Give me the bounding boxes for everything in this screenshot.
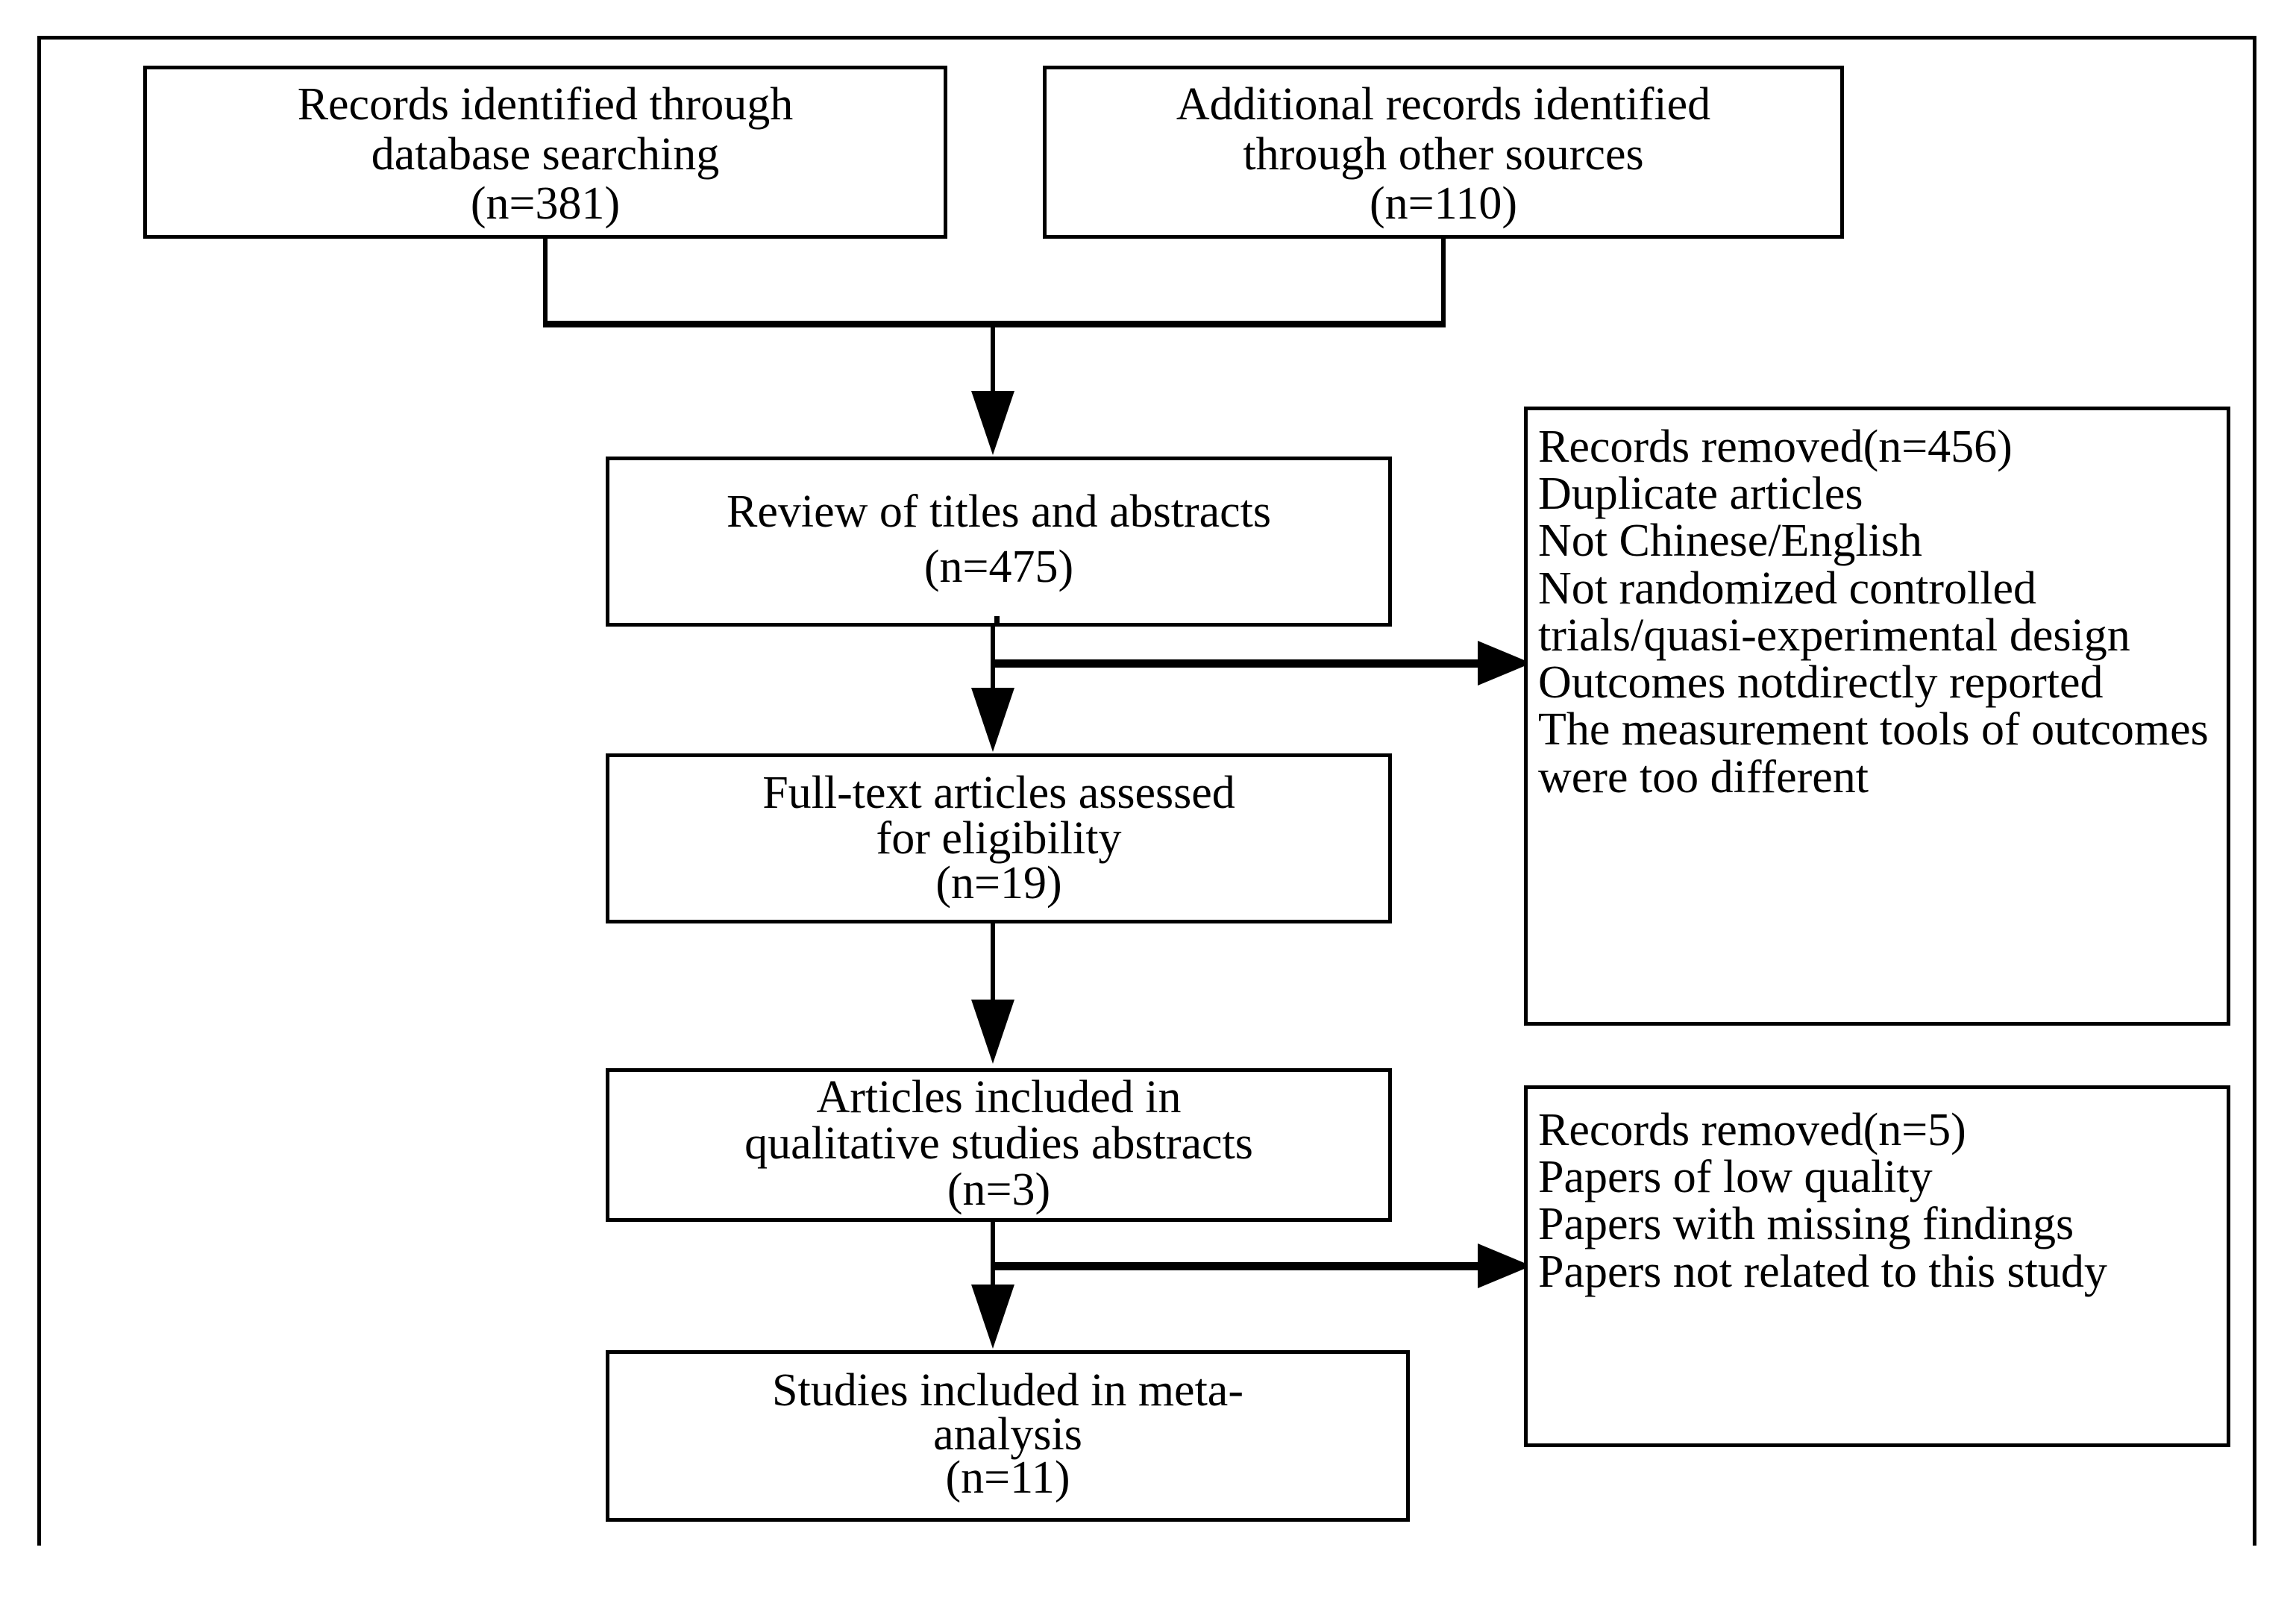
- excluded-reason: Outcomes notdirectly reported: [1538, 657, 2104, 709]
- arrow-down-to-fulltext: [971, 688, 1014, 752]
- box-line: for eligibility: [876, 812, 1122, 864]
- arrow-right-to-excluded-1: [1478, 641, 1531, 686]
- connector-review-stem: [991, 627, 995, 689]
- excluded-reason: Duplicate articles: [1538, 468, 1863, 520]
- connector-review-stem-lower: [991, 659, 995, 689]
- box-line: Additional records identified: [1176, 78, 1711, 130]
- box-count: (n=3): [947, 1164, 1051, 1215]
- scan-artifact-dot: [994, 616, 1000, 623]
- box-line: database searching: [371, 128, 720, 180]
- page-border: [37, 36, 2256, 1546]
- box-count: (n=110): [1370, 178, 1517, 230]
- box-studies-included-meta-analysis: Studies included in meta- analysis (n=11…: [606, 1350, 1410, 1522]
- box-line: Articles included in: [816, 1072, 1182, 1123]
- connector-branch-to-excluded-2: [991, 1262, 1481, 1270]
- box-records-removed-screening: Records removed(n=456) Duplicate article…: [1524, 407, 2230, 1026]
- connector-other-drop: [1441, 239, 1446, 325]
- arrow-right-to-excluded-2: [1478, 1243, 1531, 1288]
- box-review-titles-abstracts: Review of titles and abstracts (n=475): [606, 457, 1392, 627]
- box-count: (n=11): [945, 1452, 1070, 1504]
- connector-database-drop: [543, 239, 548, 325]
- box-count: (n=475): [923, 542, 1074, 592]
- box-full-text-articles-assessed: Full-text articles assessed for eligibil…: [606, 753, 1392, 923]
- connector-branch-to-excluded-1: [991, 659, 1481, 668]
- arrow-down-to-meta: [971, 1285, 1014, 1349]
- box-additional-records-other-sources: Additional records identified through ot…: [1043, 66, 1844, 239]
- connector-fulltext-stem: [991, 923, 995, 1001]
- box-line: analysis: [933, 1408, 1082, 1460]
- box-line: Records identified through: [297, 78, 794, 130]
- box-records-identified-database-searching: Records identified through database sear…: [143, 66, 947, 239]
- box-count: (n=19): [935, 858, 1062, 909]
- connector-qualitative-stem-lower: [991, 1262, 995, 1286]
- box-line: Full-text articles assessed: [762, 767, 1235, 818]
- excluded-reason: Papers not related to this study: [1538, 1246, 2107, 1297]
- box-line: qualitative studies abstracts: [744, 1118, 1253, 1169]
- connector-merge-stem: [991, 325, 995, 400]
- excluded-heading: Records removed(n=5): [1538, 1105, 1966, 1155]
- excluded-reason: Not randomized controlled trials/quasi-e…: [1538, 562, 2130, 661]
- excluded-heading: Records removed(n=456): [1538, 421, 2013, 472]
- arrow-down-to-review: [971, 391, 1014, 455]
- arrow-down-to-qualitative: [971, 1000, 1014, 1064]
- box-count: (n=381): [470, 178, 621, 230]
- excluded-reason: The measurement tools of outcomes were t…: [1538, 704, 2209, 803]
- box-line: Review of titles and abstracts: [726, 486, 1271, 537]
- connector-merge-bar: [543, 321, 1446, 327]
- excluded-reason: Papers with missing findings: [1538, 1199, 2074, 1250]
- connector-qualitative-stem: [991, 1222, 995, 1286]
- box-records-removed-quality: Records removed(n=5) Papers of low quali…: [1524, 1085, 2230, 1447]
- box-line: Studies included in meta-: [772, 1364, 1243, 1416]
- box-articles-included-qualitative: Articles included in qualitative studies…: [606, 1068, 1392, 1222]
- excluded-reason: Papers of low quality: [1538, 1152, 1933, 1203]
- box-line: through other sources: [1243, 128, 1644, 180]
- excluded-reason: Not Chinese/English: [1538, 515, 1922, 567]
